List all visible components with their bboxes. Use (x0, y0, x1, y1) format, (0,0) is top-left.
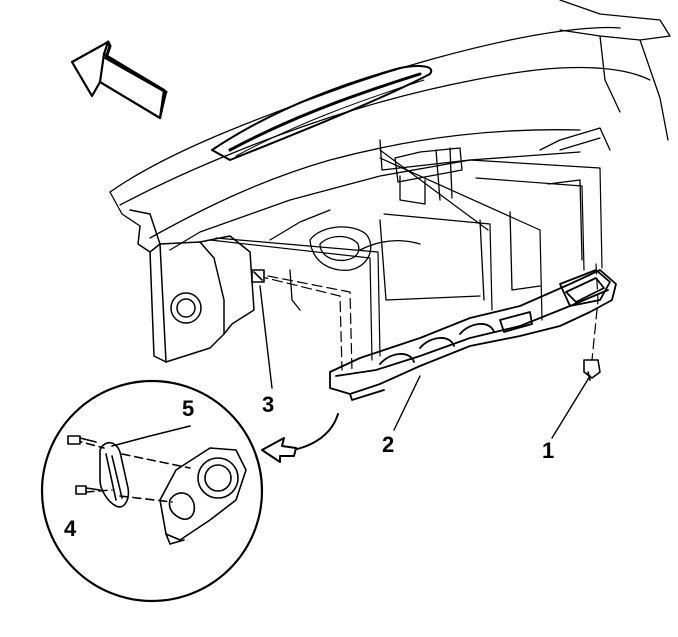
alignment-lines (209, 149, 603, 373)
callout-4: 4 (64, 516, 77, 541)
callout-1: 1 (542, 438, 555, 463)
callout-2: 2 (382, 432, 395, 457)
callout-5: 5 (182, 396, 195, 421)
detail-parts (67, 425, 247, 545)
knee-bolster (329, 269, 617, 401)
clip-icon (251, 269, 265, 283)
callout-3: 3 (262, 392, 275, 417)
front-direction-arrow-icon (70, 40, 168, 120)
bolt-icon (583, 359, 601, 381)
detail-pointer-arrow-icon (261, 413, 339, 463)
instrument-panel (109, 0, 671, 311)
detail-view (40, 379, 264, 603)
left-end-panel (129, 209, 255, 363)
